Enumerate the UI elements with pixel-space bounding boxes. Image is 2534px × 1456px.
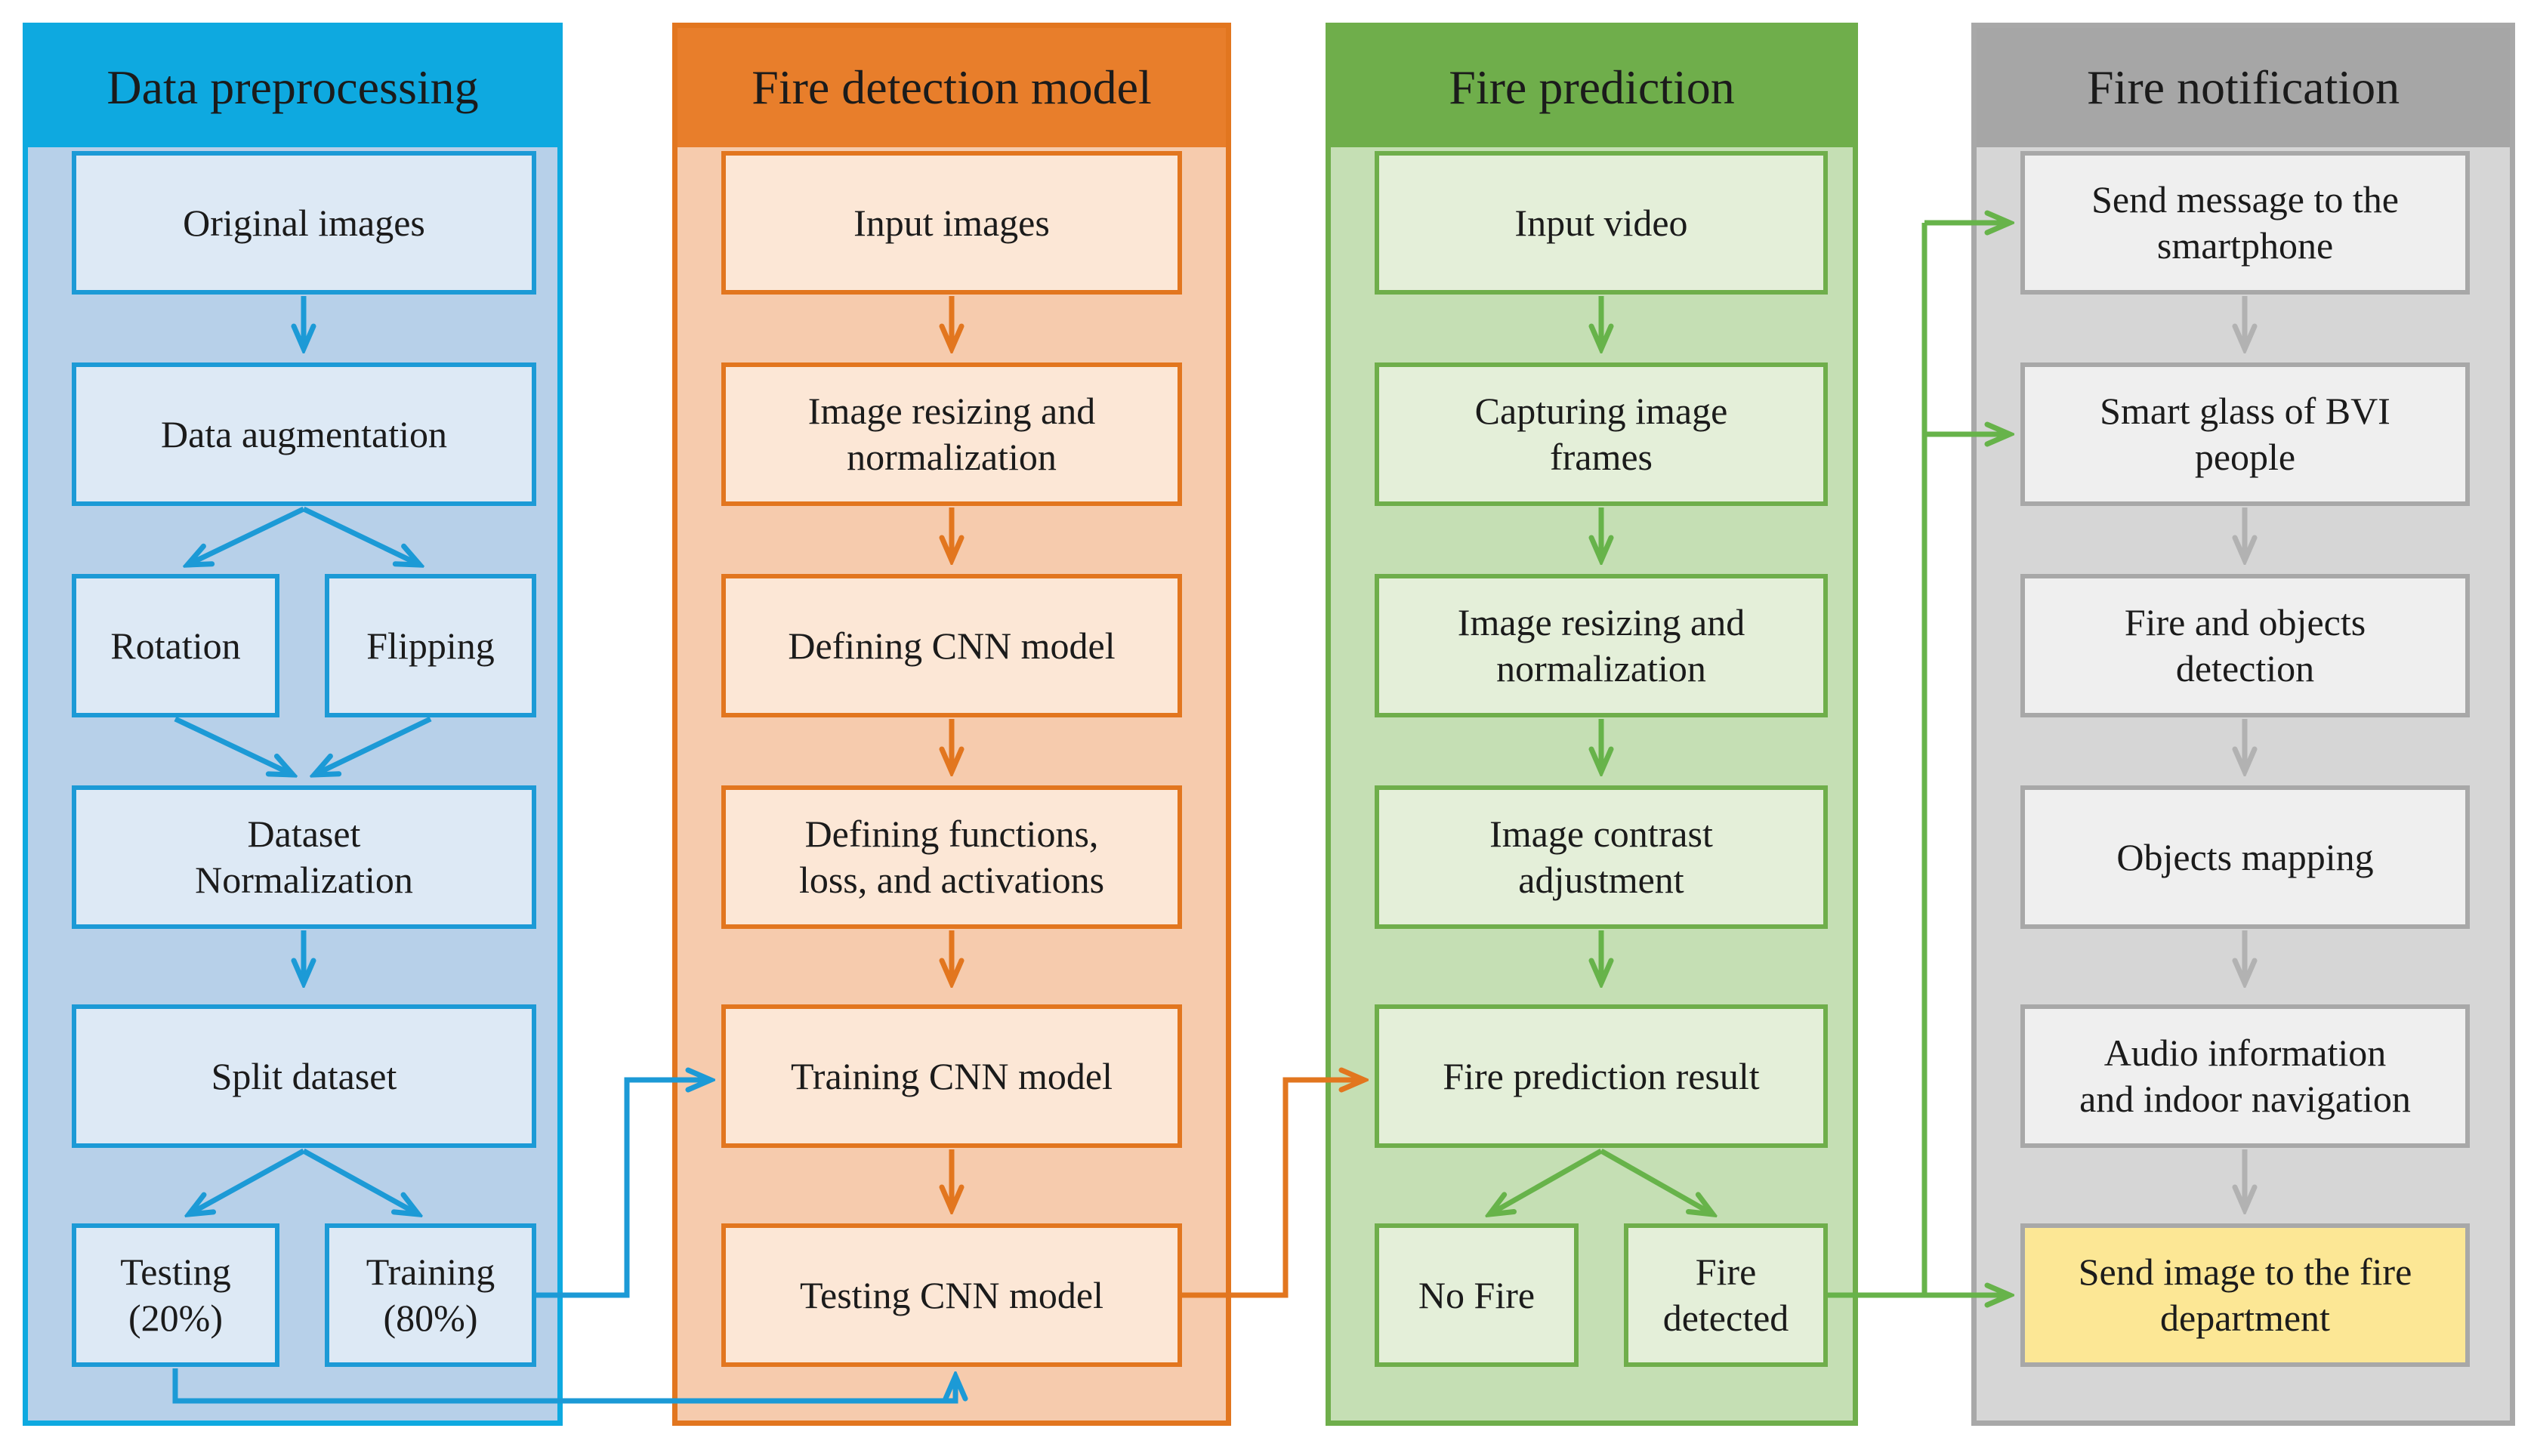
node-image-resizing-norm: Image resizing and normalization	[721, 362, 1182, 506]
node-input-images: Input images	[721, 151, 1182, 295]
node-original-images: Original images	[72, 151, 536, 295]
node-fire-prediction-result: Fire prediction result	[1375, 1004, 1828, 1148]
panel-title-fire-notification: Fire notification	[1977, 28, 2510, 147]
node-training-80: Training (80%)	[325, 1223, 536, 1367]
node-testing-cnn-model: Testing CNN model	[721, 1223, 1182, 1367]
node-defining-functions-loss: Defining functions, loss, and activation…	[721, 785, 1182, 929]
node-dataset-normalization: Dataset Normalization	[72, 785, 536, 929]
node-fire-detected: Fire detected	[1624, 1223, 1828, 1367]
node-send-image-fire-department: Send image to the fire department	[2020, 1223, 2470, 1367]
node-capturing-image-frames: Capturing image frames	[1375, 362, 1828, 506]
node-training-cnn-model: Training CNN model	[721, 1004, 1182, 1148]
node-objects-mapping: Objects mapping	[2020, 785, 2470, 929]
node-fire-objects-detection: Fire and objects detection	[2020, 574, 2470, 717]
node-input-video: Input video	[1375, 151, 1828, 295]
node-smart-glass-bvi: Smart glass of BVI people	[2020, 362, 2470, 506]
node-flipping: Flipping	[325, 574, 536, 717]
node-defining-cnn-model: Defining CNN model	[721, 574, 1182, 717]
node-send-message-smartphone: Send message to the smartphone	[2020, 151, 2470, 295]
node-image-contrast-adjustment: Image contrast adjustment	[1375, 785, 1828, 929]
panel-title-data-preprocessing: Data preprocessing	[28, 28, 557, 147]
node-audio-indoor-navigation: Audio information and indoor navigation	[2020, 1004, 2470, 1148]
node-rotation: Rotation	[72, 574, 279, 717]
node-image-resizing-norm-2: Image resizing and normalization	[1375, 574, 1828, 717]
panel-title-fire-prediction: Fire prediction	[1331, 28, 1853, 147]
node-testing-20: Testing (20%)	[72, 1223, 279, 1367]
panel-title-fire-detection-model: Fire detection model	[677, 28, 1226, 147]
node-data-augmentation: Data augmentation	[72, 362, 536, 506]
node-no-fire: No Fire	[1375, 1223, 1579, 1367]
node-split-dataset: Split dataset	[72, 1004, 536, 1148]
